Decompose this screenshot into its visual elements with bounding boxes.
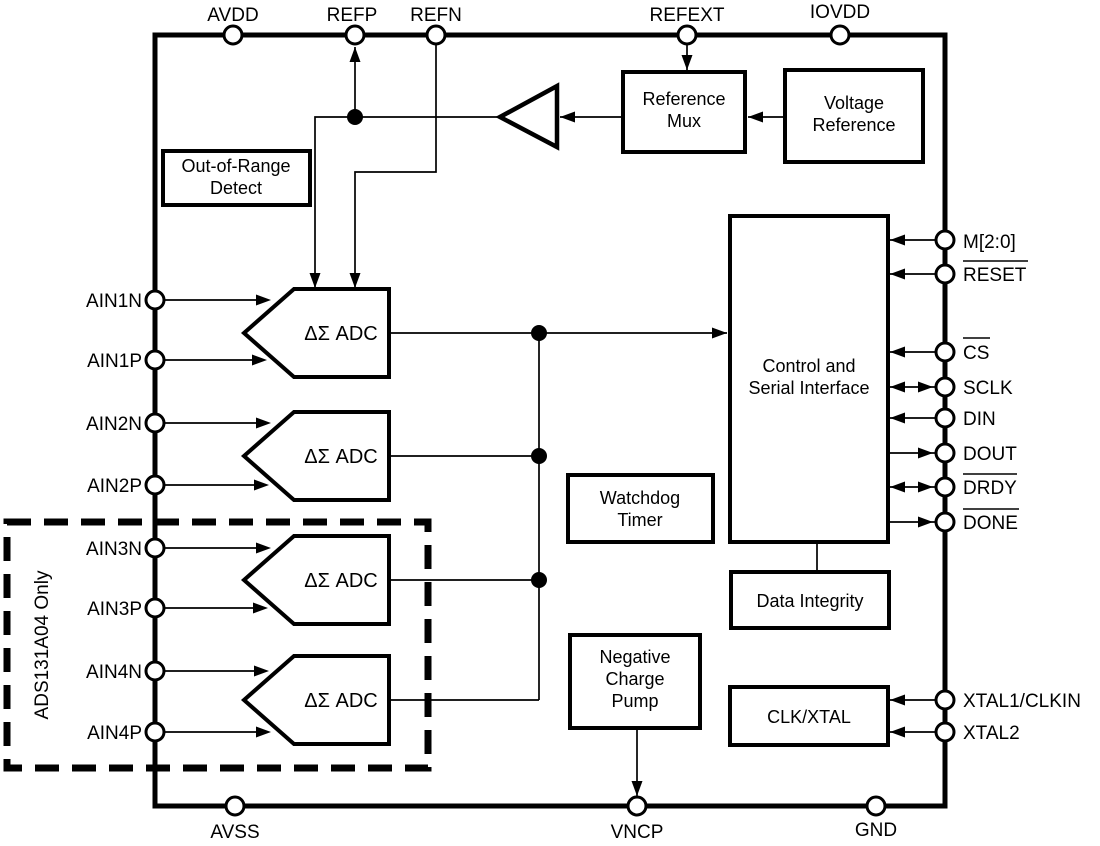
pin-ain2p xyxy=(144,474,166,496)
block-out-of-range-detect: Out-of-Range Detect xyxy=(161,149,312,207)
pin-ain3p xyxy=(144,597,166,619)
serial-interface-traces xyxy=(888,234,936,528)
label-vncp: VNCP xyxy=(611,822,664,843)
block-clk-xtal: CLK/XTAL xyxy=(728,685,890,747)
clk-xtal-label: CLK/XTAL xyxy=(767,707,851,727)
reference-mux-line1: Reference xyxy=(642,89,725,109)
reference-traces xyxy=(309,44,785,288)
label-ain2n: AIN2N xyxy=(86,414,142,435)
label-refext: REFEXT xyxy=(650,5,725,26)
pin-ain4p xyxy=(144,721,166,743)
label-ain4n: AIN4N xyxy=(86,662,142,683)
label-reset: RESET xyxy=(963,265,1027,286)
block-reference-mux: Reference Mux xyxy=(621,70,747,154)
label-ain3p: AIN3P xyxy=(87,599,142,620)
pin-xtal2 xyxy=(934,721,956,743)
label-avss: AVSS xyxy=(210,822,259,843)
label-avdd: AVDD xyxy=(207,5,258,26)
block-watchdog-timer: Watchdog Timer xyxy=(566,473,715,544)
block-adc4: ΔΣ ADC xyxy=(240,654,391,746)
adc4-label: ΔΣ ADC xyxy=(304,690,378,712)
pin-refext xyxy=(676,24,698,46)
label-drdy: DRDY xyxy=(963,478,1017,499)
clock-traces xyxy=(888,694,936,738)
label-gnd: GND xyxy=(855,820,897,841)
label-iovdd: IOVDD xyxy=(810,2,870,23)
buffer-amplifier xyxy=(495,82,560,151)
pin-sclk xyxy=(934,376,956,398)
pin-avdd xyxy=(222,24,244,46)
voltage-reference-line1: Voltage xyxy=(824,93,884,113)
top-pin-labels: AVDD REFP REFN REFEXT IOVDD xyxy=(207,2,870,26)
ncp-line2: Charge xyxy=(605,669,664,689)
pin-dout xyxy=(934,442,956,464)
label-sclk: SCLK xyxy=(963,378,1013,399)
reference-mux-line2: Mux xyxy=(667,111,701,131)
adc3-label: ΔΣ ADC xyxy=(304,570,378,592)
right-pin-labels: M[2:0] RESET CS SCLK DIN DOUT DRDY DONE … xyxy=(963,232,1081,744)
label-ain1n: AIN1N xyxy=(86,291,142,312)
ads131a04-only-label: ADS131A04 Only xyxy=(32,570,53,719)
block-control-serial-interface: Control and Serial Interface xyxy=(728,214,890,544)
pin-avss xyxy=(224,795,246,817)
pin-drdy xyxy=(934,476,956,498)
block-data-integrity: Data Integrity xyxy=(729,570,891,630)
block-negative-charge-pump: Negative Charge Pump xyxy=(568,633,702,730)
pin-ain3n xyxy=(144,537,166,559)
bottom-pin-labels: AVSS VNCP GND xyxy=(210,820,897,843)
label-xtal2: XTAL2 xyxy=(963,723,1020,744)
pin-ain2n xyxy=(144,412,166,434)
pin-ain1p xyxy=(144,349,166,371)
label-ain4p: AIN4P xyxy=(87,723,142,744)
label-done: DONE xyxy=(963,513,1018,534)
ncp-line3: Pump xyxy=(611,691,658,711)
data-integrity-label: Data Integrity xyxy=(756,591,863,611)
label-xtal1-clkin: XTAL1/CLKIN xyxy=(963,691,1081,712)
out-of-range-line2: Detect xyxy=(210,178,262,198)
block-adc3: ΔΣ ADC xyxy=(240,534,391,626)
block-adc1: ΔΣ ADC xyxy=(240,287,391,379)
pin-refp xyxy=(344,24,366,46)
label-cs: CS xyxy=(963,343,989,364)
pin-gnd xyxy=(865,795,887,817)
misc-traces xyxy=(631,542,818,796)
pin-din xyxy=(934,407,956,429)
pin-reset xyxy=(934,263,956,285)
pin-ain4n xyxy=(144,660,166,682)
adc2-label: ΔΣ ADC xyxy=(304,446,378,468)
watchdog-line1: Watchdog xyxy=(600,488,680,508)
left-pin-labels: AIN1N AIN1P AIN2N AIN2P AIN3N AIN3P AIN4… xyxy=(86,291,142,744)
label-ain3n: AIN3N xyxy=(86,539,142,560)
control-serial-line2: Serial Interface xyxy=(748,378,869,398)
label-ain1p: AIN1P xyxy=(87,351,142,372)
voltage-reference-line2: Reference xyxy=(812,115,895,135)
analog-input-traces xyxy=(164,294,271,738)
pin-refn xyxy=(425,24,447,46)
watchdog-line2: Timer xyxy=(617,510,662,530)
adc-output-bus xyxy=(389,325,727,701)
label-m20: M[2:0] xyxy=(963,232,1016,253)
label-dout: DOUT xyxy=(963,444,1017,465)
adc1-label: ΔΣ ADC xyxy=(304,323,378,345)
block-adc2: ΔΣ ADC xyxy=(240,410,391,502)
label-refp: REFP xyxy=(327,5,378,26)
pin-cs xyxy=(934,341,956,363)
block-voltage-reference: Voltage Reference xyxy=(783,68,925,164)
pin-iovdd xyxy=(829,24,851,46)
pin-circles xyxy=(144,24,956,817)
label-ain2p: AIN2P xyxy=(87,476,142,497)
pin-ain1n xyxy=(144,289,166,311)
pin-vncp xyxy=(626,795,648,817)
ncp-line1: Negative xyxy=(599,647,670,667)
pin-done xyxy=(934,511,956,533)
pin-m20 xyxy=(934,229,956,251)
label-refn: REFN xyxy=(410,5,462,26)
pin-xtal1-clkin xyxy=(934,689,956,711)
control-serial-line1: Control and xyxy=(762,356,855,376)
label-din: DIN xyxy=(963,409,996,430)
out-of-range-line1: Out-of-Range xyxy=(181,156,290,176)
